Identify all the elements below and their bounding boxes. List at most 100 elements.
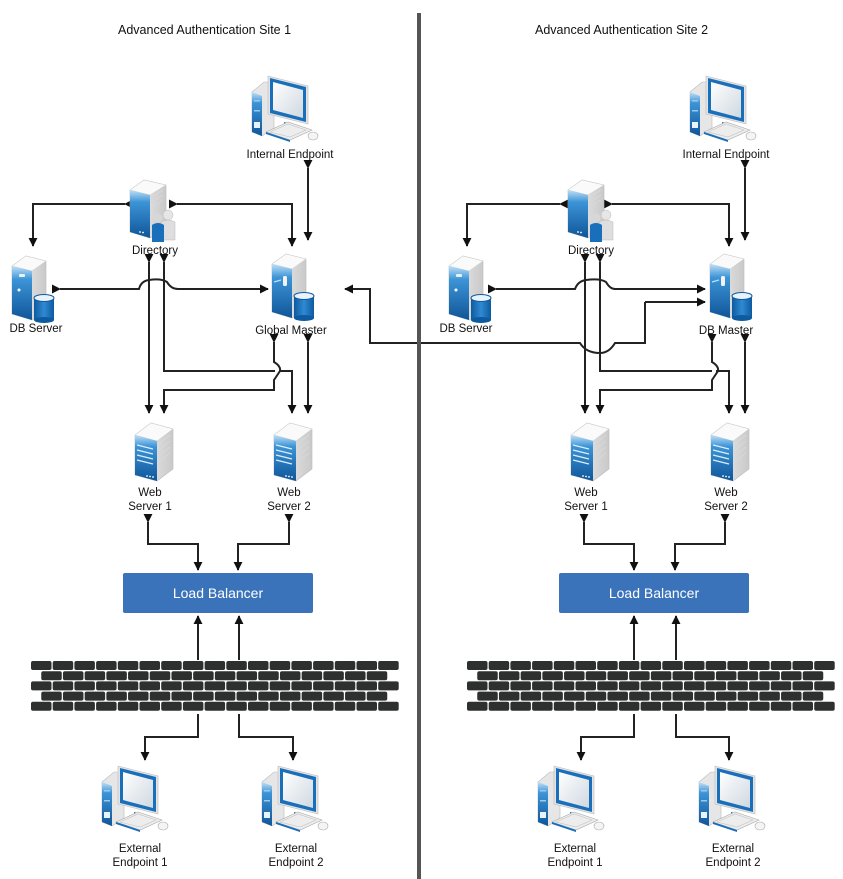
global-master-label: Global Master <box>255 325 327 337</box>
firewall-brick <box>128 671 149 681</box>
firewall-brick <box>542 691 563 701</box>
firewall-brick <box>532 661 553 670</box>
label-line: External <box>274 843 318 855</box>
db-server-label: DB Server <box>439 323 493 335</box>
firewall-brick <box>74 661 95 670</box>
firewall-brick <box>193 691 214 701</box>
firewall-brick <box>749 681 770 691</box>
firewall-brick <box>467 701 488 711</box>
firewall-brick <box>149 671 171 681</box>
directory-server-icon <box>567 179 614 243</box>
internal-endpoint-icon <box>251 75 319 143</box>
firewall-brick <box>378 701 399 711</box>
external-endpoint-2-icon <box>698 765 766 833</box>
internal-endpoint-label: Internal Endpoint <box>246 149 334 161</box>
firewall-brick <box>248 701 269 711</box>
web-server-2-icon <box>273 422 313 482</box>
label-line: Server 2 <box>267 501 311 513</box>
site-2-title: Advanced Authentication Site 2 <box>535 23 709 37</box>
link-firewall-ext1 <box>140 714 199 761</box>
firewall-brick <box>31 681 52 691</box>
firewall-brick <box>814 681 835 691</box>
label-line: External <box>553 843 597 855</box>
label-line: Web <box>277 487 301 499</box>
firewall-brick <box>575 661 596 670</box>
firewall-brick <box>182 681 204 691</box>
firewall-brick <box>477 671 498 681</box>
label-line: Endpoint 1 <box>547 857 603 869</box>
firewall-brick <box>52 681 74 691</box>
firewall-brick <box>226 701 247 711</box>
firewall-brick <box>727 661 748 670</box>
external-endpoint-1-icon <box>537 765 605 833</box>
firewall-brick <box>749 701 770 711</box>
firewall-brick <box>477 691 498 701</box>
site-divider <box>417 13 421 879</box>
firewall-brick <box>204 661 226 670</box>
firewall-brick <box>814 661 835 670</box>
firewall-brick <box>727 701 748 711</box>
firewall-brick <box>575 701 596 711</box>
firewall-brick <box>759 691 780 701</box>
firewall-brick <box>510 701 531 711</box>
firewall-brick <box>467 661 488 670</box>
link-directory-master <box>168 199 297 247</box>
firewall-brick <box>291 681 312 691</box>
firewall-brick <box>467 681 488 691</box>
firewall-brick <box>520 671 542 681</box>
firewall-brick <box>705 681 727 691</box>
connection-lines <box>28 159 313 761</box>
firewall-brick <box>498 671 520 681</box>
firewall-brick <box>128 691 149 701</box>
firewall-brick <box>258 691 279 701</box>
firewall-brick <box>662 701 683 711</box>
firewall-brick <box>149 691 171 701</box>
firewall-brick <box>759 671 780 681</box>
directory-label: Directory <box>131 245 178 257</box>
database-server-icon <box>11 255 55 324</box>
firewall-brick <box>629 671 650 681</box>
firewall-brick <box>214 691 236 701</box>
site-1 <box>11 75 399 833</box>
firewall-brick <box>96 661 117 670</box>
firewall-brick <box>269 701 291 711</box>
label-line: External <box>711 843 755 855</box>
external-endpoint-1-icon <box>101 765 169 833</box>
firewall-brick <box>226 681 247 691</box>
firewall-brick <box>345 691 366 701</box>
firewall-brick <box>96 681 117 691</box>
firewall-brick <box>204 701 226 711</box>
firewall-brick <box>629 691 650 701</box>
firewall-brick <box>41 691 62 701</box>
firewall-brick <box>532 701 553 711</box>
firewall-brick <box>52 701 74 711</box>
firewall-brick <box>74 681 95 691</box>
directory-label: Directory <box>567 245 614 257</box>
firewall-brick <box>705 701 727 711</box>
site-1-title: Advanced Authentication Site 1 <box>118 23 292 37</box>
label-line: Server 1 <box>564 501 608 513</box>
firewall-brick <box>662 661 683 670</box>
firewall-brick <box>62 671 84 681</box>
label-line: Web <box>138 487 162 499</box>
firewall-brick <box>139 701 160 711</box>
firewall-brick <box>498 691 520 701</box>
firewall-brick <box>597 701 618 711</box>
firewall-brick <box>672 671 694 681</box>
firewall-brick <box>301 671 323 681</box>
firewall-brick <box>356 701 377 711</box>
firewall-brick <box>650 691 672 701</box>
firewall-brick <box>106 671 127 681</box>
db-master-label: DB Master <box>698 325 754 337</box>
firewall-brick <box>291 701 312 711</box>
firewall-brick <box>84 691 106 701</box>
link-db-master <box>51 278 269 294</box>
firewall-brick <box>684 681 705 691</box>
firewall-brick <box>802 691 824 701</box>
firewall-brick <box>737 691 759 701</box>
firewall-brick <box>356 681 377 691</box>
